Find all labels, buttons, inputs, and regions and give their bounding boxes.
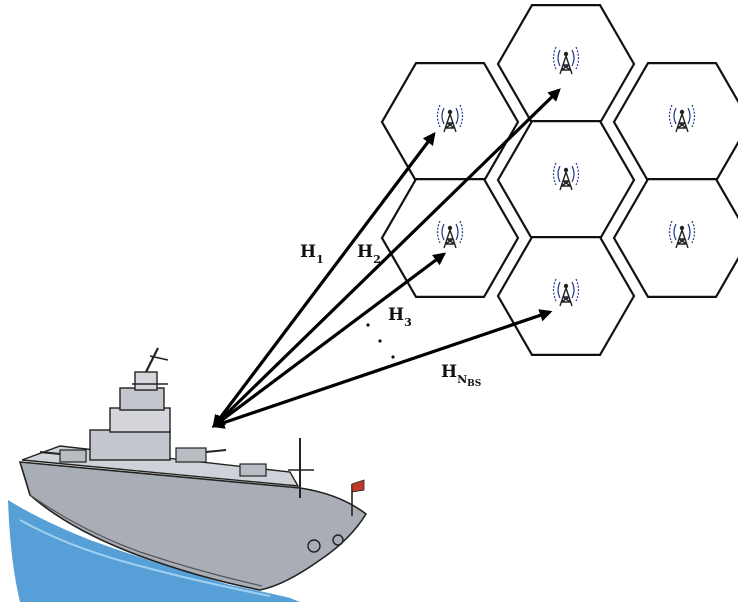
hex-cell xyxy=(380,61,520,182)
hex-cell xyxy=(612,178,738,298)
arrow-hnbs xyxy=(211,309,553,429)
hex-cell xyxy=(612,61,738,182)
hex-cell xyxy=(496,119,636,240)
label-hnbs: HNBS xyxy=(441,362,481,389)
label-h1: H1 xyxy=(300,242,324,266)
hex-cell xyxy=(496,236,636,356)
ellipsis-dot xyxy=(366,323,370,327)
channel-arrows xyxy=(211,88,561,429)
hex-cell xyxy=(496,3,636,125)
label-h3: H3 xyxy=(388,305,412,329)
ellipsis-dot xyxy=(378,339,382,343)
ellipsis-dot xyxy=(391,355,395,359)
label-h2: H2 xyxy=(357,242,381,266)
arrow-h3 xyxy=(211,252,447,428)
cell-grid xyxy=(380,3,738,356)
warship-icon xyxy=(8,347,368,602)
arrow-h1 xyxy=(212,131,436,429)
